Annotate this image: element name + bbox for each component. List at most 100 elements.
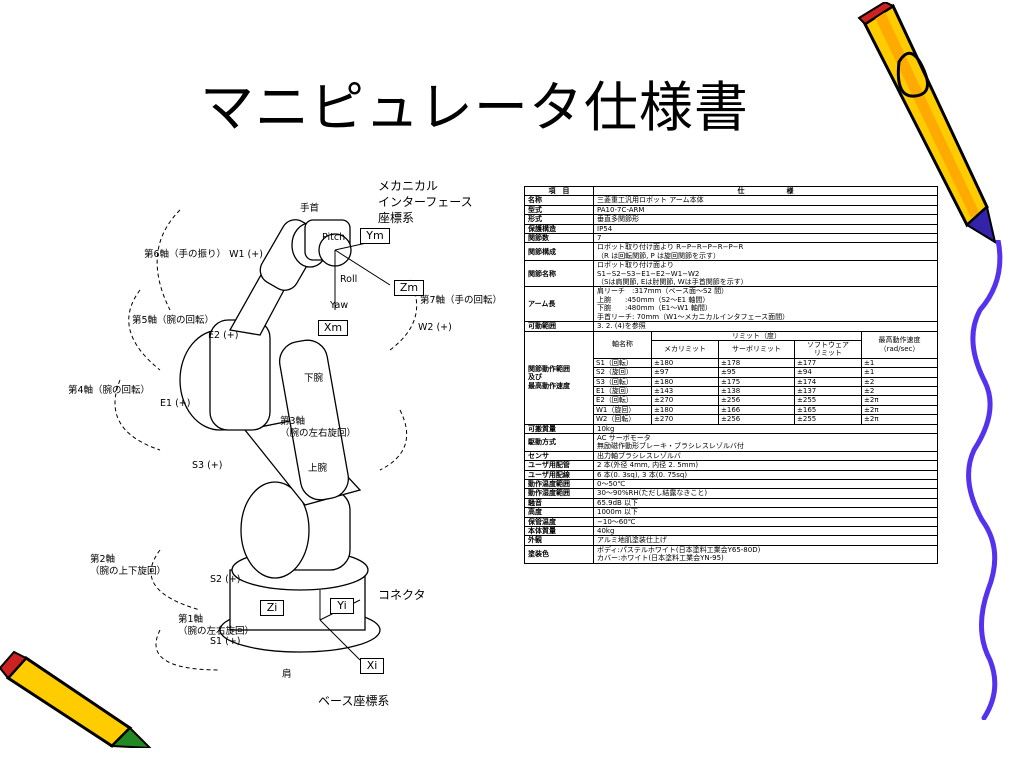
spec-value: 三菱重工汎用ロボット アーム本体 — [592, 195, 939, 206]
spec-label: アーム長 — [524, 286, 594, 323]
label-pitch: Pitch — [322, 232, 346, 243]
joint-block-label: 関節動作範囲 及び 最高動作速度 — [524, 330, 594, 425]
joint-mech: ±97 — [651, 367, 719, 378]
joint-speed: ±1 — [860, 357, 939, 369]
joint-servo: ±166 — [718, 404, 795, 416]
label-shoulder: 肩 — [282, 669, 292, 680]
spec-header-row: 項 目仕 様 — [524, 185, 939, 197]
col-servo: サーボリミット — [718, 339, 795, 359]
label-axis7: 第7軸（手の回転） — [420, 295, 503, 306]
label-s2: S2 (+) — [210, 574, 241, 585]
joint-header-row-1: 関節動作範囲 及び 最高動作速度軸名称リミット（度）最高動作速度 （rad/se… — [524, 330, 939, 425]
joint-mech: ±180 — [651, 376, 719, 387]
spec-value: 3. 2. (4)を参照 — [592, 321, 939, 332]
spec-value: ボディ:パステルホワイト(日本塗料工業会Y65-80D) カバー:ホワイト(日本… — [592, 544, 939, 564]
spec-label: 保護構造 — [524, 223, 594, 235]
page-title: マニピュレータ仕様書 — [200, 76, 749, 139]
spec-label: 可搬質量 — [524, 423, 594, 434]
spec-value: 6 本(0. 3sq), 3 本(0. 75sq) — [592, 469, 939, 481]
joint-axis: W2（回転） — [593, 414, 652, 425]
label-yaw: Yaw — [330, 300, 349, 311]
joint-servo: ±175 — [718, 376, 795, 387]
spec-value: AC サーボモータ 無励磁作動形ブレーキ・ブラシレスレゾルバ付 — [592, 432, 939, 452]
spec-label: 名称 — [524, 195, 594, 206]
robot-arm-drawing — [114, 209, 418, 671]
spec-value: ロボット取り付け面より R−P−R−P−R−P−R （R は回転関節, P は旋… — [592, 242, 939, 262]
joint-soft: ±174 — [794, 376, 862, 387]
spec-label: 本体質量 — [524, 526, 594, 537]
joint-servo: ±138 — [718, 385, 795, 397]
spec-value: 出力軸ブラシレスレゾルバ — [592, 450, 939, 462]
header-spec: 仕 様 — [592, 185, 939, 197]
spec-label: 関節名称 — [524, 260, 594, 288]
spec-label: ユーザ用配線 — [524, 469, 594, 481]
label-axis5: 第5軸（腕の回転） — [132, 315, 215, 326]
label-axis6: 第6軸（手の振り） W1 (+) — [144, 249, 263, 260]
header-item: 項 目 — [524, 185, 594, 197]
label-lower-arm: 下腕 — [304, 373, 324, 384]
joint-speed: ±2π — [860, 414, 939, 425]
spec-row: 保管温度−10〜60℃ — [524, 516, 939, 528]
spec-row: アーム長肩リーチ :317mm（ベース面〜S2 間） 上腕 :450mm（S2〜… — [524, 286, 939, 323]
spec-value: IP54 — [592, 223, 939, 235]
joint-speed: ±2 — [860, 376, 939, 387]
joint-speed: ±2 — [860, 385, 939, 397]
spec-value: PA10-7C-ARM — [592, 204, 939, 216]
joint-mech: ±270 — [651, 395, 719, 406]
label-hand: 手首 — [300, 203, 320, 214]
label-connector: コネクタ — [378, 588, 426, 602]
col-soft: ソフトウェア リミット — [794, 339, 862, 359]
joint-axis: E2（回転） — [593, 395, 652, 406]
frame-zi: Zi — [260, 600, 284, 616]
label-w2: W2 (+) — [418, 322, 452, 333]
spec-label: 関節数 — [524, 233, 594, 244]
joint-axis: S3（回転） — [593, 376, 652, 387]
pencil-bottom-left-icon — [0, 650, 152, 748]
spec-value: 1000m 以下 — [592, 507, 939, 518]
label-axis1: 第1軸 （腕の左右旋回） — [178, 614, 255, 637]
spec-label: 駆動方式 — [524, 432, 594, 452]
col-axis: 軸名称 — [593, 330, 652, 359]
spec-row: 外観アルミ地肌塗装仕上げ — [524, 535, 939, 546]
spec-value: 65.9dB 以下 — [592, 497, 939, 509]
joint-axis: S1（回転） — [593, 357, 652, 369]
spec-label: 保管温度 — [524, 516, 594, 528]
spec-value: 30〜90%RH(ただし結露なきこと) — [592, 488, 939, 499]
joint-servo: ±256 — [718, 414, 795, 425]
label-upper-arm: 上腕 — [308, 463, 328, 474]
joint-speed: ±2π — [860, 395, 939, 406]
label-axis3: 第3軸 （腕の左右旋回） — [280, 416, 357, 439]
label-s3: S3 (+) — [192, 460, 223, 471]
spec-value: アルミ地肌塗装仕上げ — [592, 535, 939, 546]
spec-value: 40kg — [592, 526, 939, 537]
spec-label: 形式 — [524, 214, 594, 225]
spec-value: ロボット取り付け面より S1−S2−S3−E1−E2−W1−W2 （Sは肩関節,… — [592, 260, 939, 288]
label-mech-interface: メカニカル インターフェース 座標系 — [378, 179, 473, 225]
joint-servo: ±178 — [718, 357, 795, 369]
joint-mech: ±180 — [651, 404, 719, 416]
col-speed: 最高動作速度 （rad/sec） — [860, 330, 939, 359]
spec-value: 0〜50℃ — [592, 478, 939, 490]
joint-axis: W1（旋回） — [593, 404, 652, 416]
label-base-frame: ベース座標系 — [318, 694, 390, 708]
joint-axis: S2（旋回） — [593, 367, 652, 378]
spec-value: 2 本(外径 4mm, 内径 2. 5mm) — [592, 460, 939, 471]
joint-row: W2（回転）±270±256±255±2π — [525, 414, 939, 425]
label-e2: E2 (+) — [208, 330, 239, 341]
joint-speed: ±2π — [860, 404, 939, 416]
joint-mech: ±270 — [651, 414, 719, 425]
pencil-top-right-icon — [857, 2, 997, 245]
col-limit: リミット（度） — [651, 330, 862, 341]
spec-value: 7 — [592, 233, 939, 244]
spec-row: 関節名称ロボット取り付け面より S1−S2−S3−E1−E2−W1−W2 （Sは… — [524, 260, 939, 288]
spec-label: ユーザ用配管 — [524, 460, 594, 471]
